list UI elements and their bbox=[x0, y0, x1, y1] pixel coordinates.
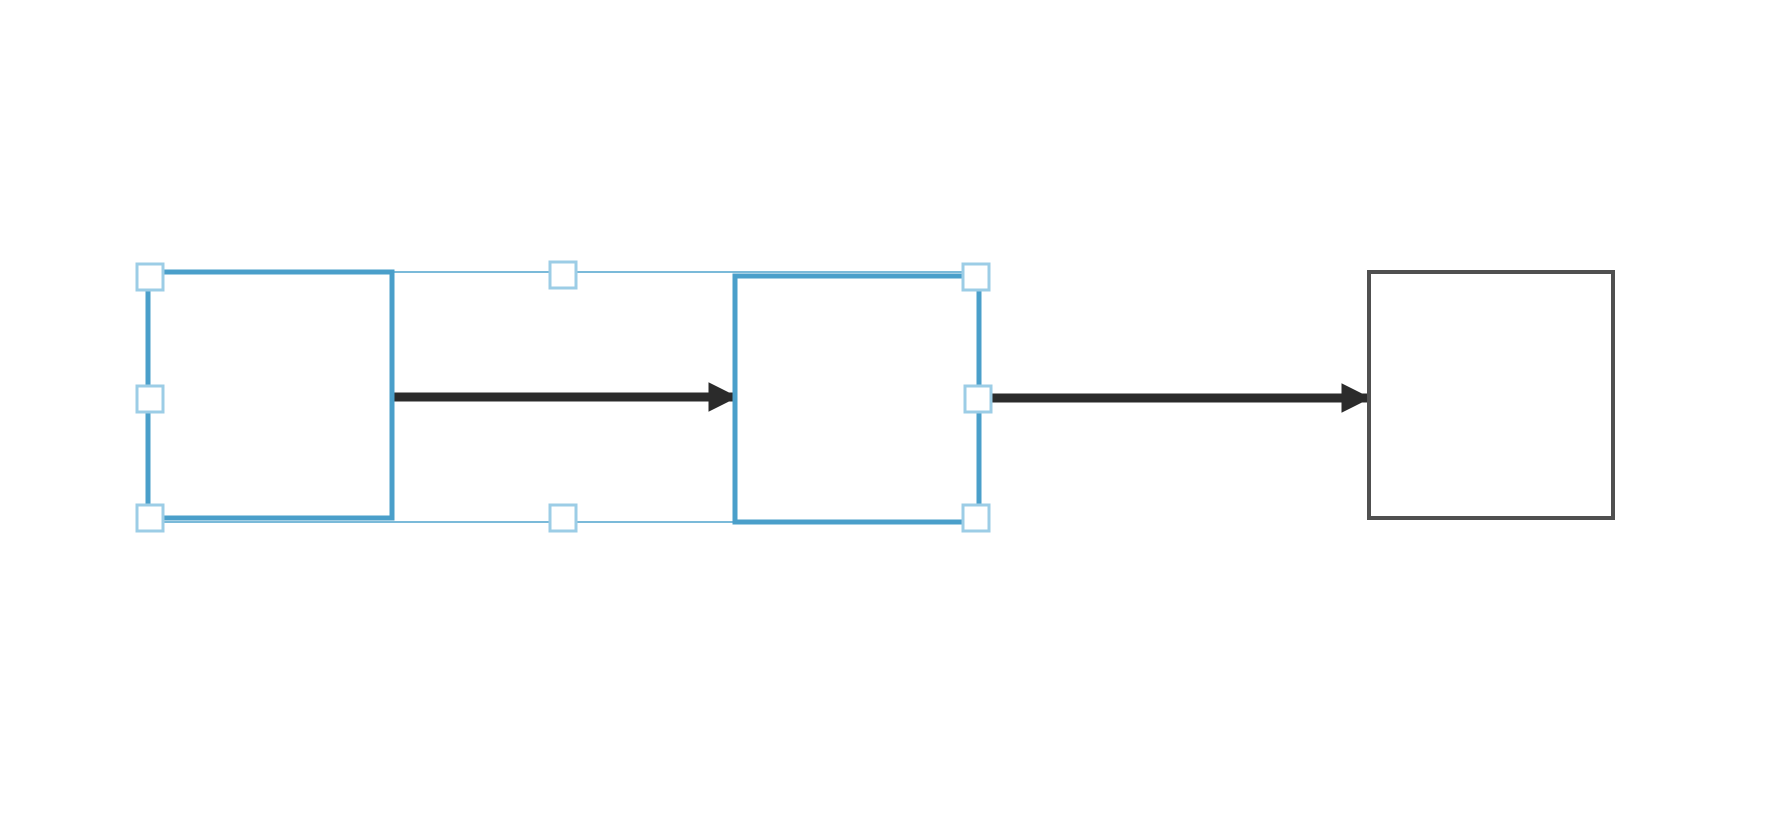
resize-handle-middle-right[interactable] bbox=[963, 384, 993, 414]
resize-handle-middle-left[interactable] bbox=[135, 384, 165, 414]
box-1[interactable] bbox=[145, 269, 395, 521]
box-3[interactable] bbox=[1367, 270, 1615, 520]
resize-handle-top-left[interactable] bbox=[135, 262, 165, 292]
box-2[interactable] bbox=[732, 273, 982, 525]
resize-handle-top-center[interactable] bbox=[548, 260, 578, 290]
resize-handle-bottom-left[interactable] bbox=[135, 503, 165, 533]
selection-handles bbox=[135, 260, 993, 533]
resize-handle-top-right[interactable] bbox=[961, 262, 991, 292]
resize-handle-bottom-center[interactable] bbox=[548, 503, 578, 533]
resize-handle-bottom-right[interactable] bbox=[961, 503, 991, 533]
